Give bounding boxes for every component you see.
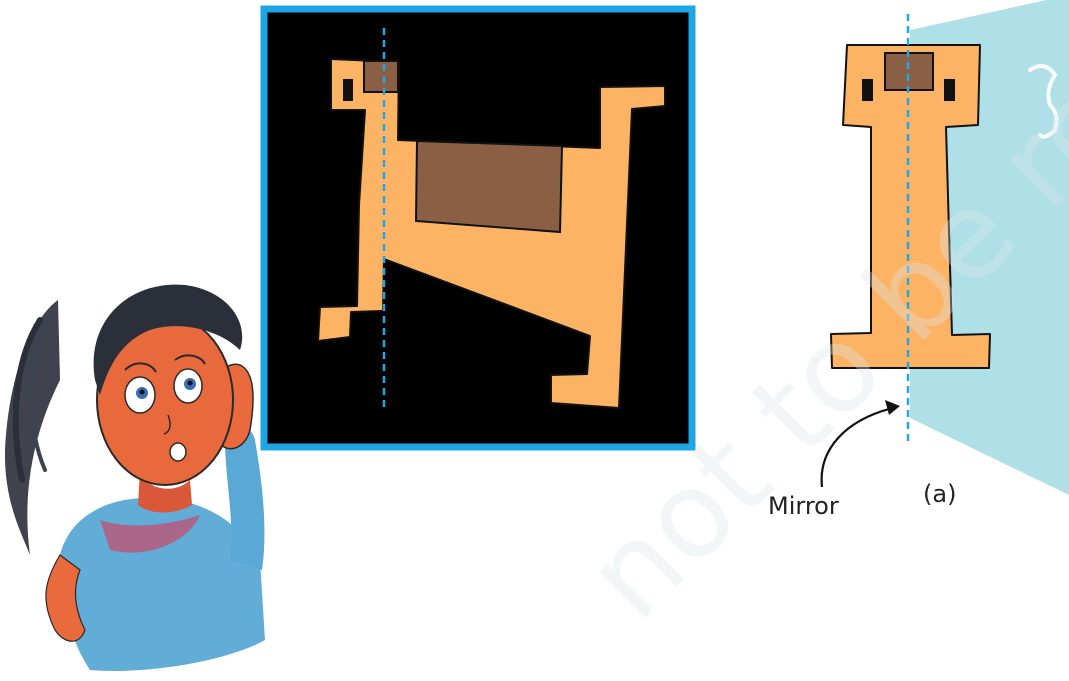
girl-illustration <box>5 285 265 671</box>
reflection-panel <box>264 9 692 447</box>
panel-eye <box>343 79 353 101</box>
figure-a-head-patch <box>885 53 933 90</box>
panel-saddle <box>416 141 562 232</box>
figure-label: (a) <box>923 480 956 508</box>
figure-a-right-eye <box>944 79 955 101</box>
girl-mouth <box>170 443 186 461</box>
panel-head-patch <box>364 61 398 92</box>
figure-a-left-eye <box>862 79 873 101</box>
